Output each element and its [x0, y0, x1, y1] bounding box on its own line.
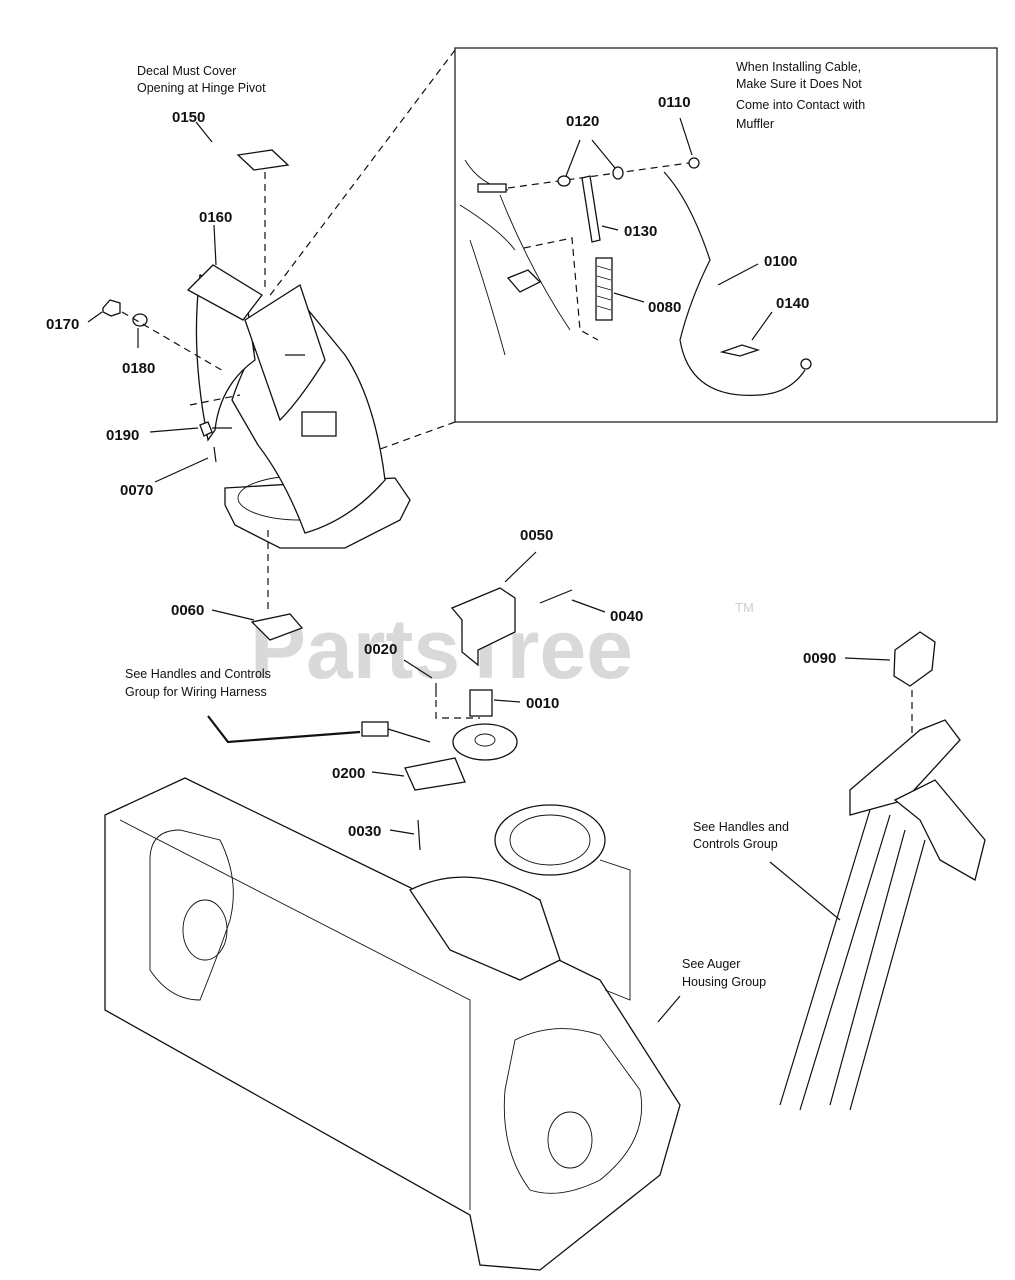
note-decal-line-1: Decal Must Cover — [137, 64, 236, 78]
note-cable-line-3: Come into Contact with — [736, 98, 865, 112]
tie-0140 — [719, 344, 761, 357]
washer-0180 — [132, 313, 148, 327]
motor-assembly-0200 — [404, 723, 518, 791]
note-wiring-line-1: See Handles and Controls — [125, 667, 271, 681]
spring-0080 — [595, 257, 613, 321]
note-cable-line-4: Muffler — [736, 117, 774, 131]
gear-0010 — [469, 689, 493, 717]
bracket-0050 — [450, 587, 516, 667]
part-label[interactable]: 0190 — [106, 427, 139, 444]
note-auger-line-2: Housing Group — [682, 975, 766, 989]
decal-0150 — [236, 149, 290, 171]
screw-0070 — [213, 446, 217, 463]
part-label[interactable]: 0140 — [776, 295, 809, 312]
detail-inset-box — [454, 47, 998, 423]
screw-0030 — [417, 819, 421, 851]
part-label[interactable]: 0130 — [624, 223, 657, 240]
part-label[interactable]: 0030 — [348, 823, 381, 840]
part-label[interactable]: 0090 — [803, 650, 836, 667]
nut-0170 — [102, 299, 121, 317]
note-decal-line-2: Opening at Hinge Pivot — [137, 81, 266, 95]
part-label[interactable]: 0070 — [120, 482, 153, 499]
harness-connector — [361, 721, 389, 737]
part-label[interactable]: 0200 — [332, 765, 365, 782]
part-label[interactable]: 0110 — [658, 94, 691, 111]
washer-0120-a — [557, 175, 571, 187]
leader-lines — [87, 117, 891, 1023]
chute-assembly — [186, 264, 411, 549]
inset-leader-bottom — [371, 421, 456, 453]
washer-0120-b — [612, 166, 624, 180]
part-label[interactable]: 0040 — [610, 608, 643, 625]
inset-detail — [459, 157, 812, 396]
part-label[interactable]: 0080 — [648, 299, 681, 316]
lever-0130 — [581, 175, 601, 243]
cable-0100 — [663, 171, 806, 396]
auger-housing — [104, 777, 681, 1271]
bolt-0040 — [539, 589, 573, 604]
part-label[interactable]: 0170 — [46, 316, 79, 333]
wiring-callout-line — [207, 715, 361, 744]
note-cable-line-2: Make Sure it Does Not — [736, 77, 862, 91]
nut-0110 — [688, 157, 700, 169]
part-label[interactable]: 0100 — [764, 253, 797, 270]
inset-leader-top — [267, 49, 456, 299]
switch-0090 — [893, 631, 936, 687]
part-label[interactable]: 0160 — [199, 209, 232, 226]
part-label[interactable]: 0150 — [172, 109, 205, 126]
part-label[interactable]: 0010 — [526, 695, 559, 712]
part-label[interactable]: 0050 — [520, 527, 553, 544]
part-label[interactable]: 0060 — [171, 602, 204, 619]
watermark-text: PartsTree — [250, 602, 633, 696]
part-label[interactable]: 0020 — [364, 641, 397, 658]
watermark-trademark: TM — [735, 600, 754, 615]
handle-frame — [779, 719, 986, 1111]
note-handles-line-1: See Handles and — [693, 820, 789, 834]
bolt-0190 — [199, 421, 213, 437]
part-label[interactable]: 0120 — [566, 113, 599, 130]
note-cable-line-1: When Installing Cable, — [736, 60, 861, 74]
note-wiring-line-2: Group for Wiring Harness — [125, 685, 267, 699]
note-handles-line-2: Controls Group — [693, 837, 778, 851]
plate-0060 — [250, 613, 304, 641]
part-label[interactable]: 0180 — [122, 360, 155, 377]
note-auger-line-1: See Auger — [682, 957, 740, 971]
